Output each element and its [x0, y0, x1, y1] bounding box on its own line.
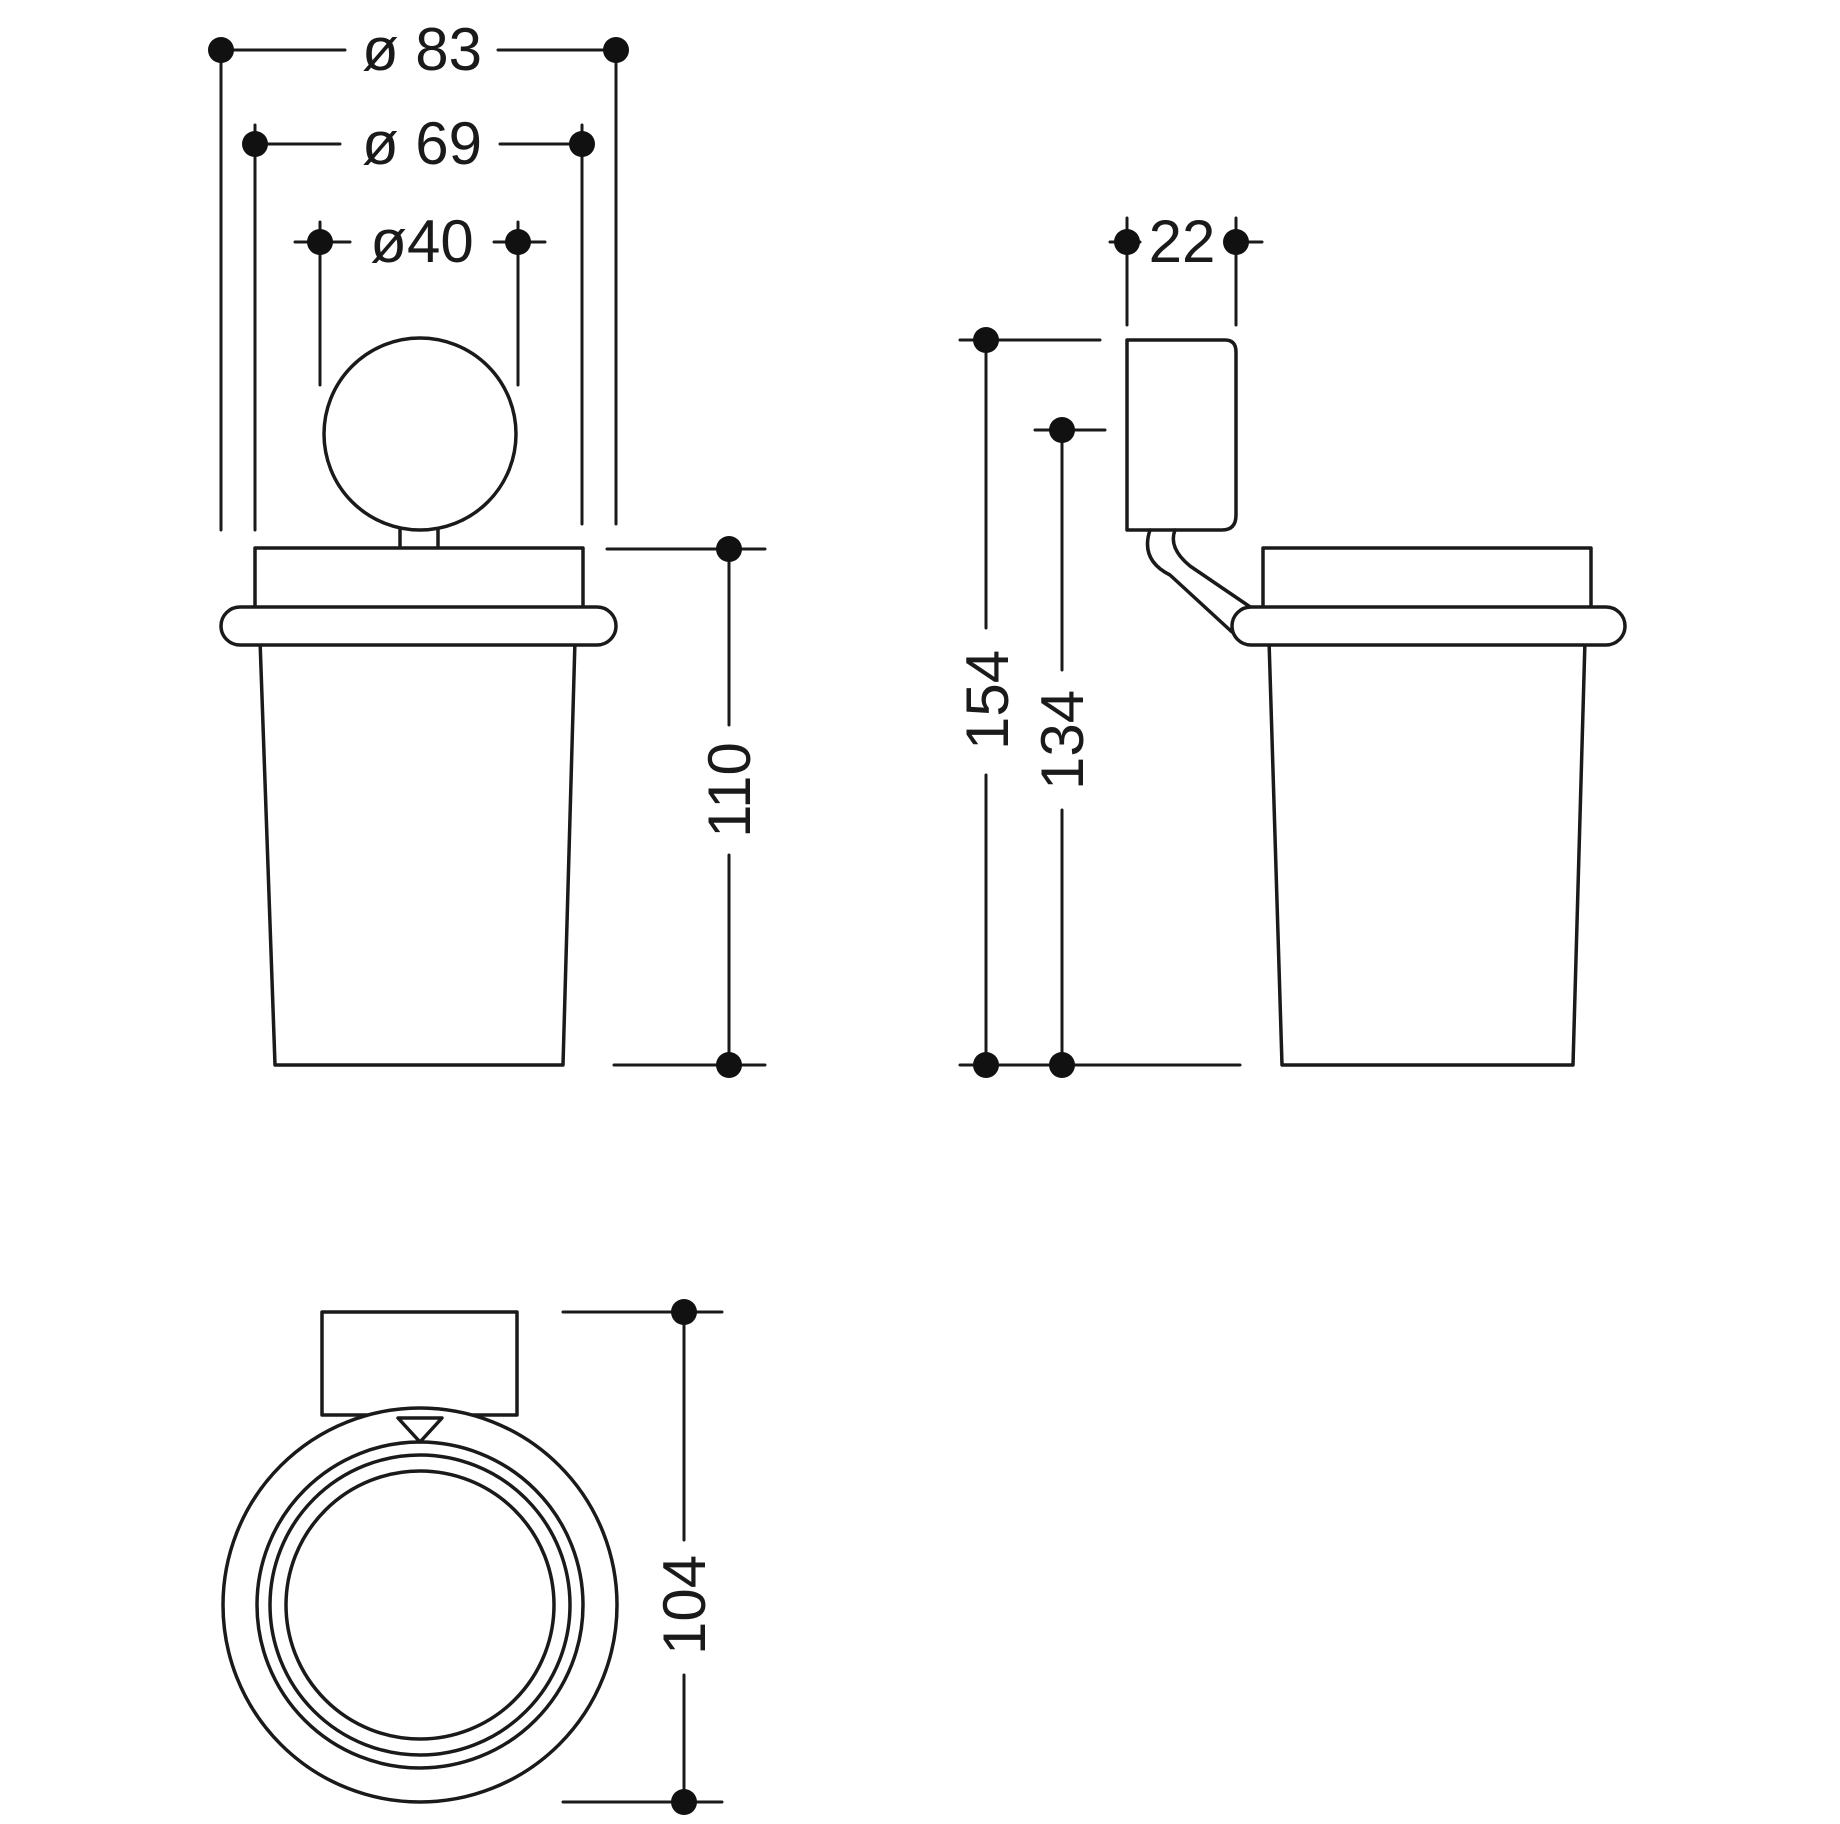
- wall-mount-block: [1125, 338, 1238, 532]
- holder-ring-lip-side: [1230, 605, 1627, 647]
- dim-dot: [505, 229, 531, 255]
- dim-dot: [1049, 1052, 1075, 1078]
- support-arm: [1145, 528, 1234, 634]
- holder-ring-middle: [255, 1440, 585, 1770]
- holder-top-band: [253, 546, 585, 614]
- dim-label-22: 22: [1149, 208, 1216, 275]
- ring-mount-notch: [396, 1416, 444, 1444]
- dim-label-40: ø40: [370, 208, 473, 275]
- top-view: 104: [221, 1299, 724, 1815]
- side-view: 22 154 134: [954, 208, 1627, 1078]
- dim-dot: [671, 1789, 697, 1815]
- dim-label-154: 154: [954, 650, 1021, 750]
- dim-label-104: 104: [651, 1555, 718, 1655]
- dim-label-83: ø 83: [362, 16, 482, 83]
- wall-mount-block-top: [320, 1310, 519, 1417]
- dim-label-69: ø 69: [362, 110, 482, 177]
- dim-dot: [716, 536, 742, 562]
- dim-dot: [716, 1052, 742, 1078]
- dim-dot: [242, 131, 268, 157]
- dim-dot: [1114, 229, 1140, 255]
- holder-top-band-side: [1261, 546, 1593, 614]
- dim-dot: [973, 327, 999, 353]
- dim-dot: [603, 37, 629, 63]
- dim-dot: [307, 229, 333, 255]
- wall-rosette-front: [322, 336, 518, 532]
- tumbler-rim: [284, 1469, 556, 1741]
- holder-ring-outer: [221, 1406, 619, 1804]
- dim-dot: [671, 1299, 697, 1325]
- dim-label-134: 134: [1029, 690, 1096, 790]
- support-arm-inner: [1171, 528, 1264, 617]
- dim-dot: [208, 37, 234, 63]
- dim-label-110: 110: [696, 742, 763, 838]
- dim-dot: [973, 1052, 999, 1078]
- dim-dot: [1049, 417, 1075, 443]
- tumbler-body: [258, 638, 577, 1067]
- holder-ring-lip: [219, 605, 618, 647]
- tumbler-body-side: [1267, 638, 1587, 1067]
- dim-dot: [1223, 229, 1249, 255]
- front-view: ø 83 ø 69 ø40 110: [208, 16, 767, 1078]
- holder-ring-inner: [268, 1453, 572, 1757]
- dim-dot: [569, 131, 595, 157]
